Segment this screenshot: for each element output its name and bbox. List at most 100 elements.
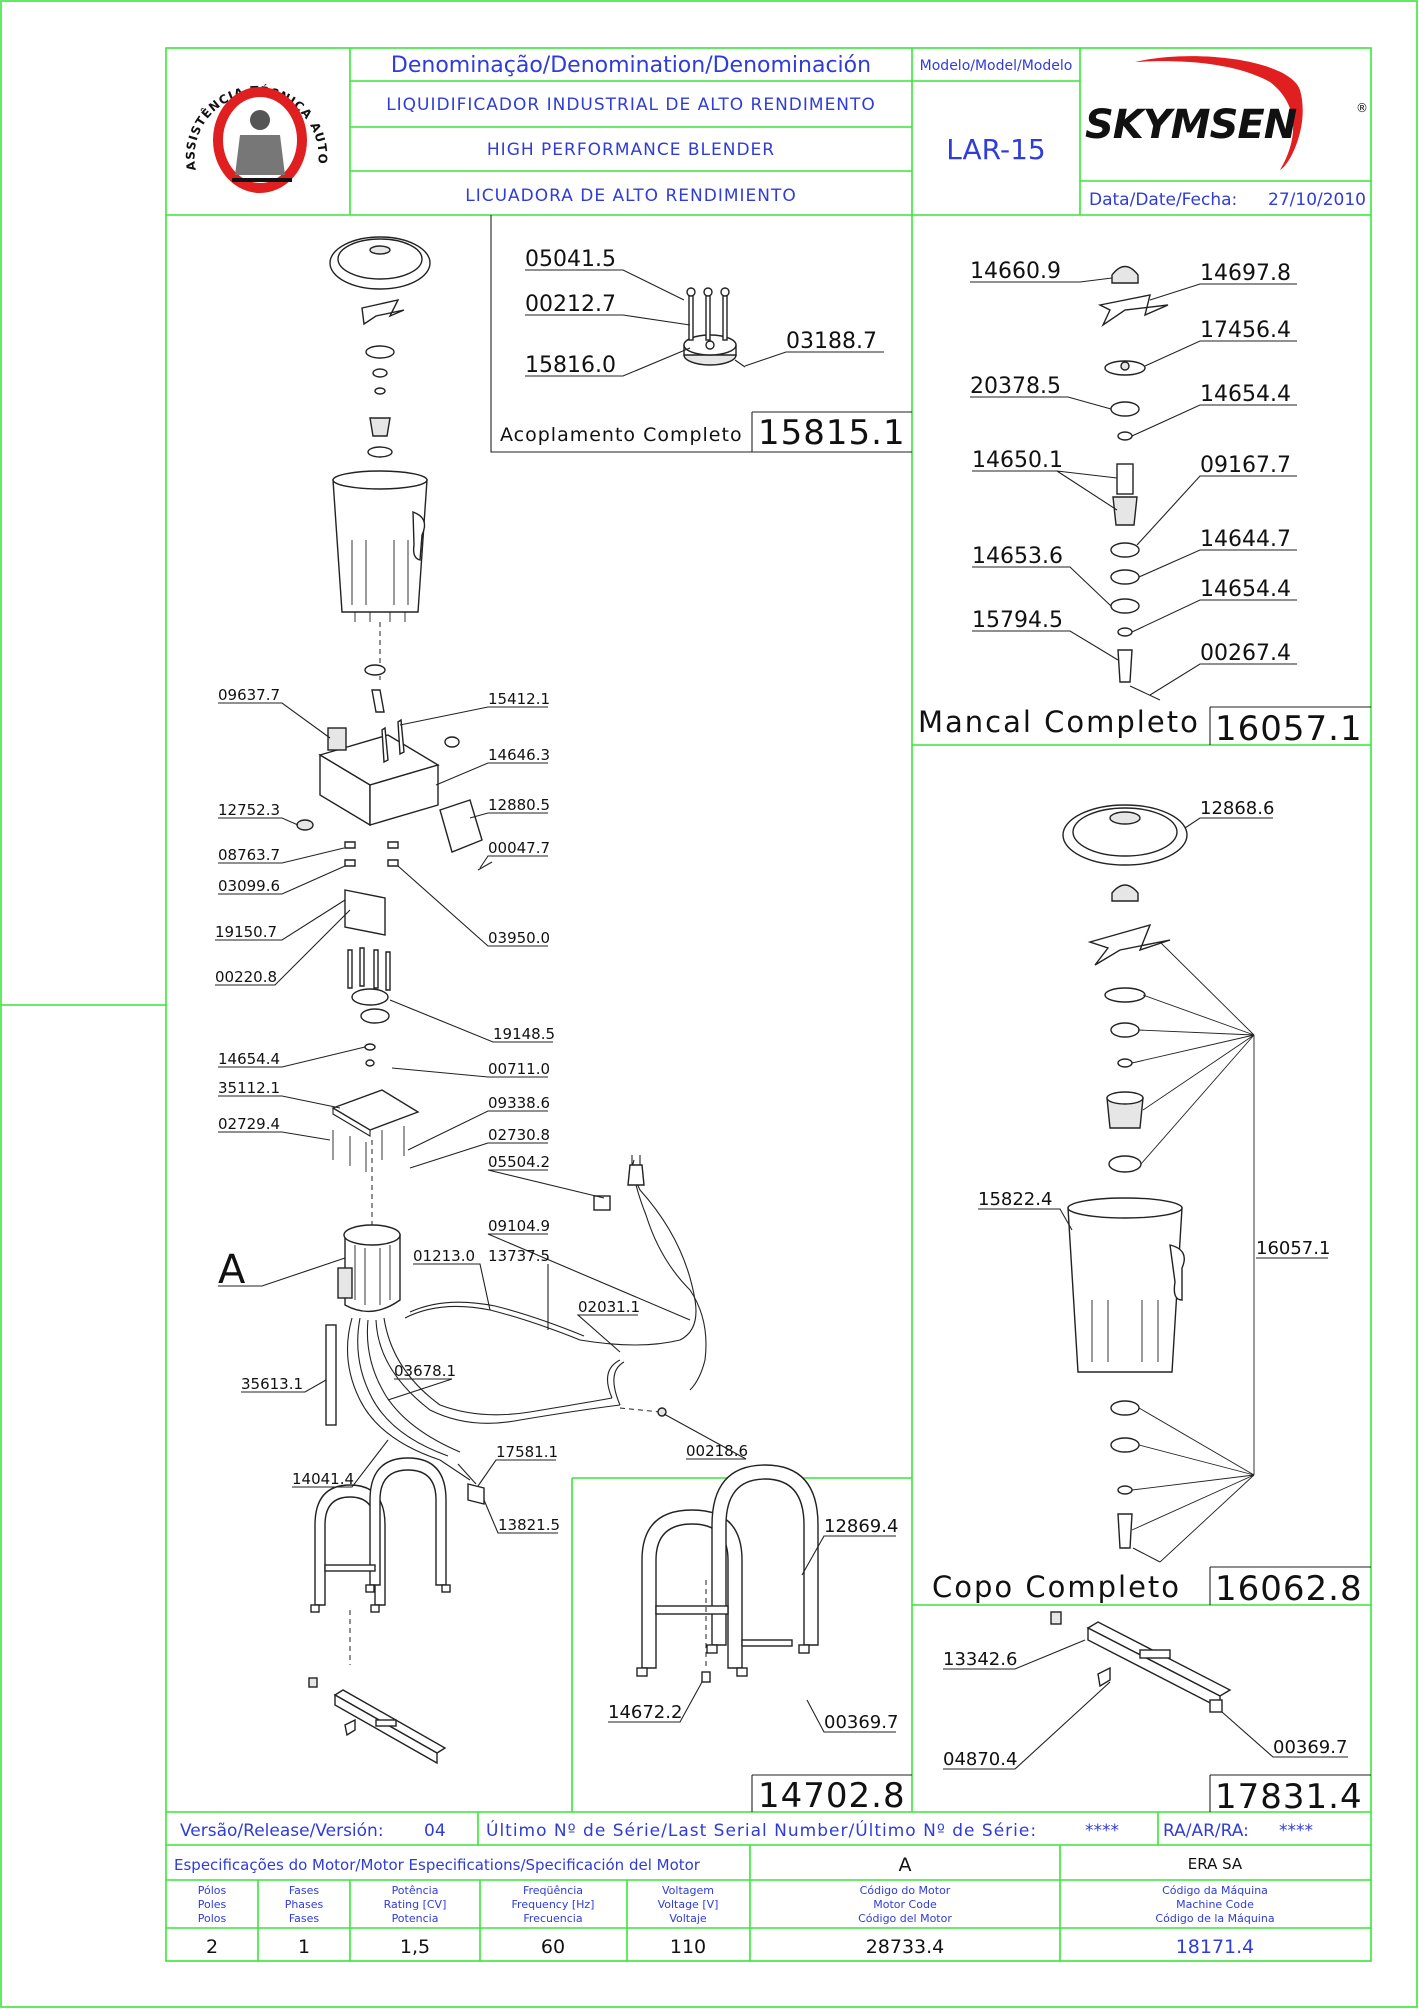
- label-bearing-14650-1: 14650.1: [972, 448, 1063, 473]
- motor-variant: A: [899, 1854, 912, 1876]
- label-cup-16057-1: 16057.1: [1256, 1238, 1330, 1259]
- label-01213-0: 01213.0: [413, 1247, 475, 1265]
- bracket-inset: 17831.4 13342.6 04870.4 00369.7: [943, 1611, 1371, 1817]
- motor-spec-col-frequency: Freqüência Frequency [Hz] Frecuencia 60: [512, 1884, 595, 1958]
- label-bearing-17456-4: 17456.4: [1200, 318, 1291, 343]
- label-motor-a: A: [218, 1247, 246, 1293]
- svg-text:Potencia: Potencia: [392, 1912, 439, 1925]
- label-coupling-03188-7: 03188.7: [786, 329, 877, 354]
- ra-value: ****: [1279, 1821, 1313, 1841]
- motor-poles-value: 2: [206, 1936, 218, 1958]
- cup-title: Copo Completo: [932, 1570, 1181, 1604]
- label-stand-12869-4: 12869.4: [824, 1516, 898, 1537]
- motor-spec-col-phases: Fases Phases Fases 1: [285, 1884, 324, 1958]
- coupling-title: Acoplamento Completo: [500, 424, 743, 446]
- svg-text:Código del Motor: Código del Motor: [858, 1912, 952, 1925]
- brand-name: SKYMSEN: [1085, 102, 1297, 148]
- motor-manufacturer: ERA SA: [1188, 1855, 1243, 1873]
- label-stand-14672-2: 14672.2: [608, 1702, 682, 1723]
- label-15412-1: 15412.1: [488, 690, 550, 708]
- label-coupling-15816-0: 15816.0: [525, 353, 616, 378]
- label-00047-7: 00047.7: [488, 839, 550, 857]
- label-bearing-14697-8: 14697.8: [1200, 261, 1291, 286]
- label-09637-7: 09637.7: [218, 686, 280, 704]
- main-exploded-view: [296, 236, 707, 1765]
- label-05504-2: 05504.2: [488, 1153, 550, 1171]
- coupling-code: 15815.1: [758, 413, 906, 453]
- label-02031-1: 02031.1: [578, 1298, 640, 1316]
- label-bearing-14660-9: 14660.9: [970, 259, 1061, 284]
- motor-frequency-value: 60: [541, 1936, 565, 1958]
- skymsen-logo: SKYMSEN ®: [1085, 56, 1368, 170]
- bearing-drawing: [1097, 265, 1169, 701]
- cup-inset: Copo Completo 16062.8: [932, 798, 1371, 1609]
- svg-text:Fases: Fases: [289, 1912, 320, 1925]
- label-coupling-05041-5: 05041.5: [525, 247, 616, 272]
- label-bearing-00267-4: 00267.4: [1200, 641, 1291, 666]
- svg-text:Código de la Máquina: Código de la Máquina: [1155, 1912, 1274, 1925]
- svg-text:Frequency [Hz]: Frequency [Hz]: [512, 1898, 595, 1911]
- svg-text:Potência: Potência: [392, 1884, 439, 1897]
- motor-code-value: 28733.4: [866, 1936, 945, 1958]
- label-bearing-09167-7: 09167.7: [1200, 453, 1291, 478]
- coupling-inset: Acoplamento Completo 15815.1 05041.5 002…: [490, 215, 912, 453]
- motor-rating-value: 1,5: [400, 1936, 430, 1958]
- svg-text:Phases: Phases: [285, 1898, 324, 1911]
- label-bearing-14644-7: 14644.7: [1200, 527, 1291, 552]
- svg-text:Freqüência: Freqüência: [523, 1884, 583, 1897]
- brand-registered-mark: ®: [1356, 101, 1368, 115]
- machine-code-value: 18171.4: [1176, 1936, 1255, 1958]
- bearing-inset: Mancal Completo 16057.1 14660.9 14697.8 …: [918, 259, 1371, 749]
- label-bearing-14654-4-b: 14654.4: [1200, 577, 1291, 602]
- bearing-code: 16057.1: [1215, 709, 1363, 749]
- label-19150-7: 19150.7: [215, 923, 277, 941]
- label-02730-8: 02730.8: [488, 1126, 550, 1144]
- serial-label: Último Nº de Série/Last Serial Number/Úl…: [486, 1819, 1037, 1841]
- svg-text:Fases: Fases: [289, 1884, 320, 1897]
- label-08763-7: 08763.7: [218, 846, 280, 864]
- motor-spec-col-voltage: Voltagem Voltage [V] Voltaje 110: [658, 1884, 719, 1958]
- label-03678-1: 03678.1: [394, 1362, 456, 1380]
- footer-block: Versão/Release/Versión: 04 Último Nº de …: [174, 1819, 1313, 1958]
- label-14041-4: 14041.4: [292, 1470, 354, 1488]
- stand-inset: 14702.8 12869.4 14672.2 00369.7: [608, 1464, 912, 1816]
- product-name-es: LICUADORA DE ALTO RENDIMIENTO: [465, 186, 797, 206]
- label-09338-6: 09338.6: [488, 1094, 550, 1112]
- label-bearing-15794-5: 15794.5: [972, 608, 1063, 633]
- label-17581-1: 17581.1: [496, 1443, 558, 1461]
- svg-text:Voltage [V]: Voltage [V]: [658, 1898, 719, 1911]
- stand-code: 14702.8: [758, 1776, 906, 1816]
- motor-spec-label: Especificações do Motor/Motor Especifica…: [174, 1856, 701, 1874]
- label-03099-6: 03099.6: [218, 877, 280, 895]
- svg-text:Voltaje: Voltaje: [669, 1912, 707, 1925]
- svg-text:Código do Motor: Código do Motor: [860, 1884, 951, 1897]
- label-bracket-04870-4: 04870.4: [943, 1749, 1017, 1770]
- label-00218-6: 00218.6: [686, 1442, 748, 1460]
- date-value: 27/10/2010: [1268, 190, 1366, 210]
- label-cup-12868-6: 12868.6: [1200, 798, 1274, 819]
- model-label: Modelo/Model/Modelo: [920, 58, 1073, 74]
- label-coupling-00212-7: 00212.7: [525, 292, 616, 317]
- bracket-code: 17831.4: [1215, 1777, 1363, 1817]
- coupling-drawing: [683, 287, 746, 368]
- cup-drawing: [1062, 804, 1255, 1563]
- label-14654-4-main: 14654.4: [218, 1050, 280, 1068]
- motor-spec-col-motor-code: Código do Motor Motor Code Código del Mo…: [858, 1884, 952, 1958]
- label-bracket-00369-7: 00369.7: [1273, 1737, 1347, 1758]
- motor-spec-col-machine-code: Código da Máquina Machine Code Código de…: [1155, 1884, 1274, 1958]
- bearing-title: Mancal Completo: [918, 705, 1200, 739]
- label-02729-4: 02729.4: [218, 1115, 280, 1133]
- motor-spec-col-poles: Pólos Poles Polos 2: [198, 1884, 227, 1958]
- denomination-label: Denominação/Denomination/Denominación: [391, 53, 871, 78]
- label-00220-8: 00220.8: [215, 968, 277, 986]
- label-09104-9: 09104.9: [488, 1217, 550, 1235]
- authorized-service-seal: ASSISTÊNCIA TÉCNICA AUTORIZADA: [0, 0, 329, 193]
- stand-drawing: [636, 1464, 819, 1683]
- svg-text:Machine Code: Machine Code: [1176, 1898, 1254, 1911]
- date-label: Data/Date/Fecha:: [1089, 190, 1237, 210]
- svg-text:Voltagem: Voltagem: [662, 1884, 714, 1897]
- label-bracket-13342-6: 13342.6: [943, 1649, 1017, 1670]
- label-12752-3: 12752.3: [218, 801, 280, 819]
